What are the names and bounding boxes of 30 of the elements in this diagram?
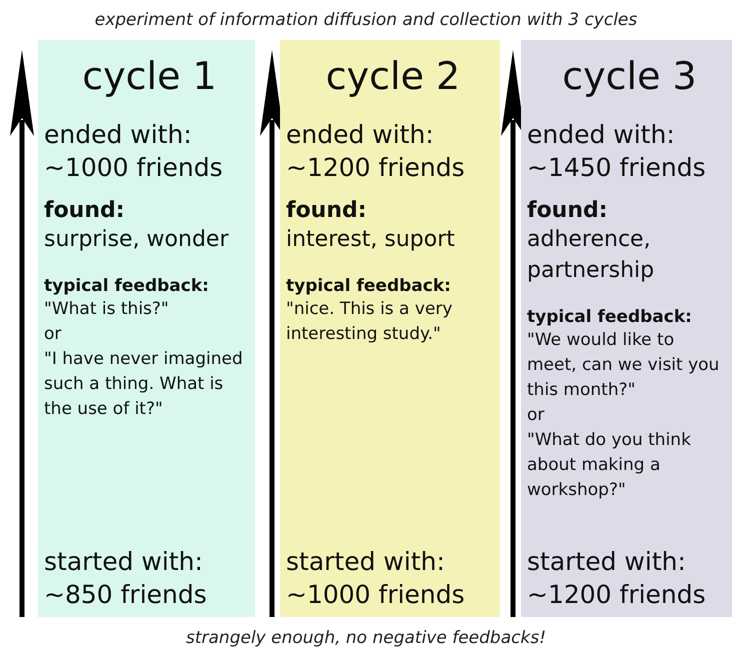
title: experiment of information diffusion and collection with 3 cycles xyxy=(94,10,638,30)
finding-text: surprise, wonder xyxy=(44,226,230,254)
end-text: ended with: ~1450 friends xyxy=(527,119,707,184)
panel-heading: cycle 3 xyxy=(561,54,698,98)
section-label: found: xyxy=(44,198,126,224)
feedback-quote: "What is this?" xyxy=(44,298,170,321)
section-label: found: xyxy=(286,198,368,224)
end-text: ended with: ~1200 friends xyxy=(286,119,466,184)
end-text: ended with: ~1000 friends xyxy=(44,119,224,184)
feedback-quote: "nice. This is a very interesting study." xyxy=(286,298,454,346)
finding-text: adherence, partnership xyxy=(527,226,656,285)
caption: strangely enough, no negative feedbacks! xyxy=(184,628,548,648)
cycle-panel xyxy=(280,40,500,617)
start-text: started with: ~1200 friends xyxy=(527,546,707,611)
section-label: found: xyxy=(527,198,609,224)
feedback-quote: or xyxy=(44,323,62,346)
panel-heading: cycle 1 xyxy=(81,54,218,98)
start-text: started with: ~1000 friends xyxy=(286,546,466,611)
section-label: typical feedback: xyxy=(44,275,210,297)
cycle-panel xyxy=(521,40,732,617)
feedback-quote: "I have never imagined such a thing. What is the use of it?" xyxy=(44,348,244,421)
section-label: typical feedback: xyxy=(527,306,693,328)
feedback-quote: "We would like to meet, can we visit you this month?" xyxy=(527,329,720,402)
section-label: typical feedback: xyxy=(286,275,452,297)
feedback-quote: or xyxy=(527,404,546,427)
feedback-quote: "What do you think about making a workshop?" xyxy=(527,429,692,502)
cycle-panel xyxy=(38,40,255,617)
panel-heading: cycle 2 xyxy=(324,54,462,98)
start-text: started with: ~850 friends xyxy=(44,546,208,611)
finding-text: interest, suport xyxy=(286,226,456,254)
